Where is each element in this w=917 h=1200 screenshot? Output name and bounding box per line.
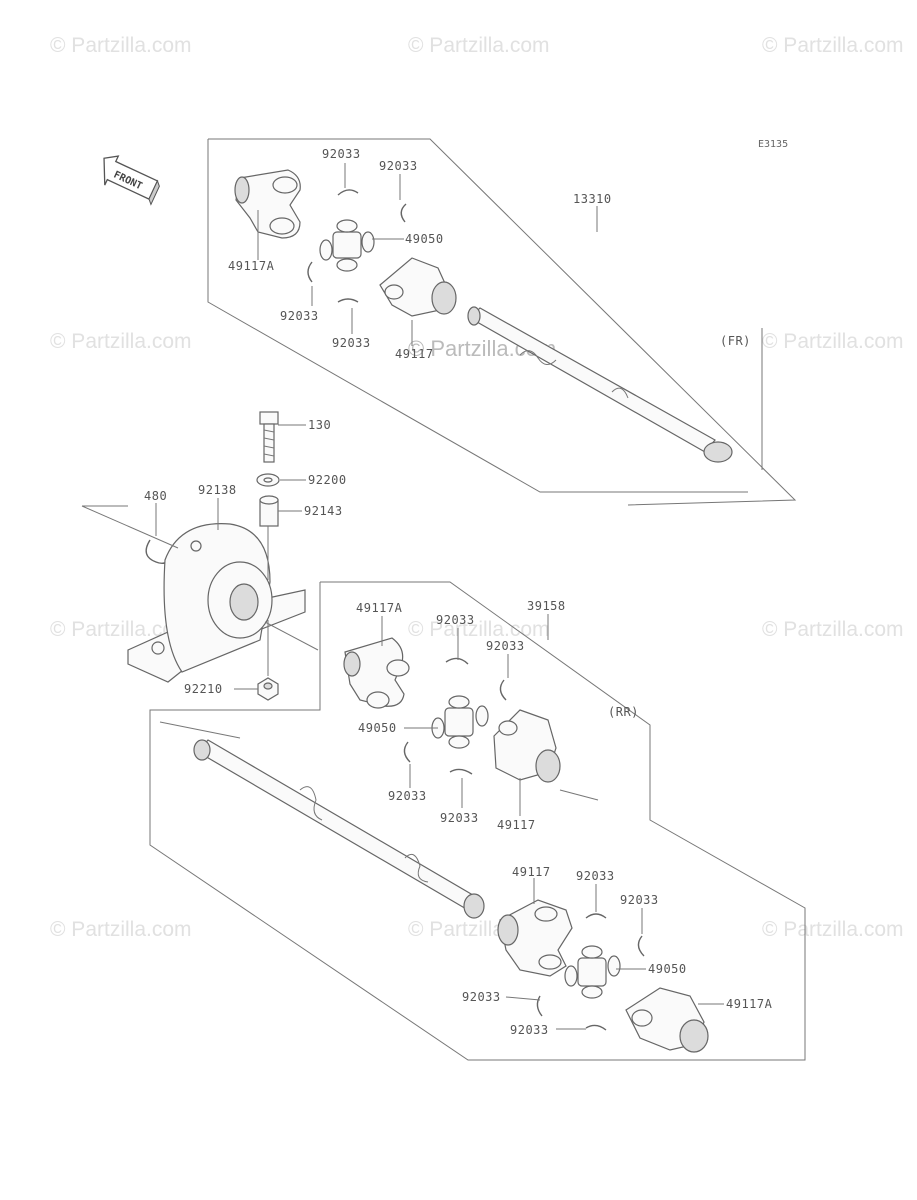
yoke-49117-rear-lower [497, 899, 573, 977]
front-section-label: (FR) [720, 334, 751, 348]
circlip-icon [403, 741, 411, 763]
label-49117A: 49117A [356, 601, 403, 615]
watermark: © Partzilla.com [408, 618, 550, 641]
label-49050: 49050 [648, 962, 687, 976]
label-49117A: 49117A [228, 259, 275, 273]
label-92033: 92033 [462, 990, 501, 1004]
part-labels: 92033 92033 13310 49050 49117A 92033 920… [144, 147, 773, 1037]
bolt-130 [259, 411, 279, 463]
cross-joint-49050-rear-lower [564, 945, 621, 999]
yoke-49117A-rear-lower [625, 987, 709, 1053]
label-49050: 49050 [405, 232, 444, 246]
label-480: 480 [144, 489, 167, 503]
yoke-49117-front [379, 257, 457, 317]
label-92033: 92033 [510, 1023, 549, 1037]
front-section-frame [207, 138, 797, 506]
label-92033: 92033 [436, 613, 475, 627]
circlip-icon [400, 203, 407, 223]
nut-92210 [257, 677, 279, 701]
yoke-49117-rear-upper [493, 709, 561, 783]
watermark: © Partzilla.com [762, 918, 904, 941]
label-92138: 92138 [198, 483, 237, 497]
washer-hole [263, 477, 273, 483]
label-49117: 49117 [395, 347, 434, 361]
circlip-icon [337, 189, 359, 196]
label-13310: 13310 [573, 192, 612, 206]
bearing-leader-lines [81, 505, 319, 676]
circlip-icon [307, 261, 313, 283]
label-92033: 92033 [280, 309, 319, 323]
cross-joint-49050-front [319, 219, 375, 272]
circlip-icon [536, 995, 543, 1017]
label-92033: 92033 [332, 336, 371, 350]
label-49117: 49117 [497, 818, 536, 832]
diagram-code: E3135 [758, 139, 788, 150]
label-92200: 92200 [308, 473, 347, 487]
watermark: © Partzilla.com [50, 330, 192, 353]
circlip-icon [585, 1024, 607, 1031]
label-92033: 92033 [322, 147, 361, 161]
yoke-49117A-front [234, 169, 301, 239]
watermark: © Partzilla.com [762, 34, 904, 57]
label-92033: 92033 [576, 869, 615, 883]
label-39158: 39158 [527, 599, 566, 613]
circlip-icon [499, 679, 507, 701]
label-92033: 92033 [620, 893, 659, 907]
circlip-icon [585, 913, 607, 919]
watermark: © Partzilla.com [762, 330, 904, 353]
label-49117: 49117 [512, 865, 551, 879]
drive-shaft-39158 [193, 739, 485, 919]
label-130: 130 [308, 418, 331, 432]
collar-92143 [259, 495, 279, 527]
label-92033: 92033 [379, 159, 418, 173]
watermark: © Partzilla.com [50, 618, 192, 641]
cross-joint-49050-rear-upper [431, 695, 489, 749]
label-49117A: 49117A [726, 997, 773, 1011]
rear-section-frame [149, 581, 806, 1061]
label-92143: 92143 [304, 504, 343, 518]
circlip-icon [445, 657, 469, 665]
watermark: © Partzilla.com [50, 918, 192, 941]
label-92033: 92033 [440, 811, 479, 825]
front-arrow-icon: FRONT [103, 155, 160, 206]
label-92210: 92210 [184, 682, 223, 696]
label-92033: 92033 [486, 639, 525, 653]
circlip-icon [337, 298, 359, 303]
watermarks: © Partzilla.com © Partzilla.com © Partzi… [50, 34, 904, 941]
bearing-housing-92138 [127, 523, 306, 683]
leader-lines [155, 163, 724, 1030]
watermark: © Partzilla.com [408, 34, 550, 57]
circlip-icon [449, 768, 473, 775]
watermark: © Partzilla.com [50, 34, 192, 57]
label-92033: 92033 [388, 789, 427, 803]
label-49050: 49050 [358, 721, 397, 735]
drive-shaft-13310 [467, 306, 733, 463]
rear-section-label: (RR) [608, 705, 639, 719]
circlip-icon [637, 935, 645, 957]
watermark: © Partzilla.com [762, 618, 904, 641]
yoke-49117A-rear-upper [343, 637, 410, 709]
